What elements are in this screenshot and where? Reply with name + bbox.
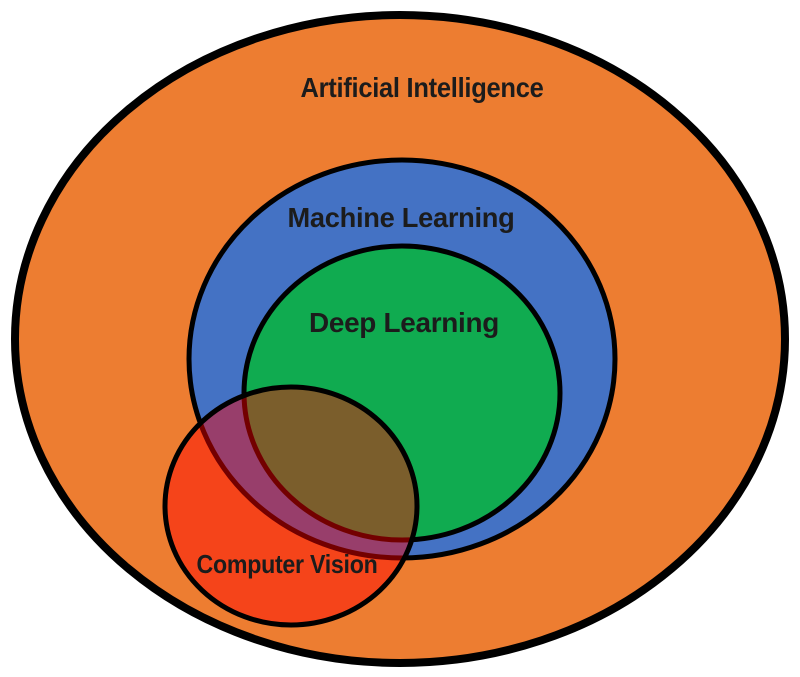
computer-vision-label: Computer Vision (197, 549, 378, 579)
machine-learning-label: Machine Learning (288, 202, 515, 233)
computer-vision-ellipse (162, 384, 420, 628)
deep-learning-label: Deep Learning (309, 307, 499, 338)
artificial-intelligence-label: Artificial Intelligence (301, 72, 544, 103)
